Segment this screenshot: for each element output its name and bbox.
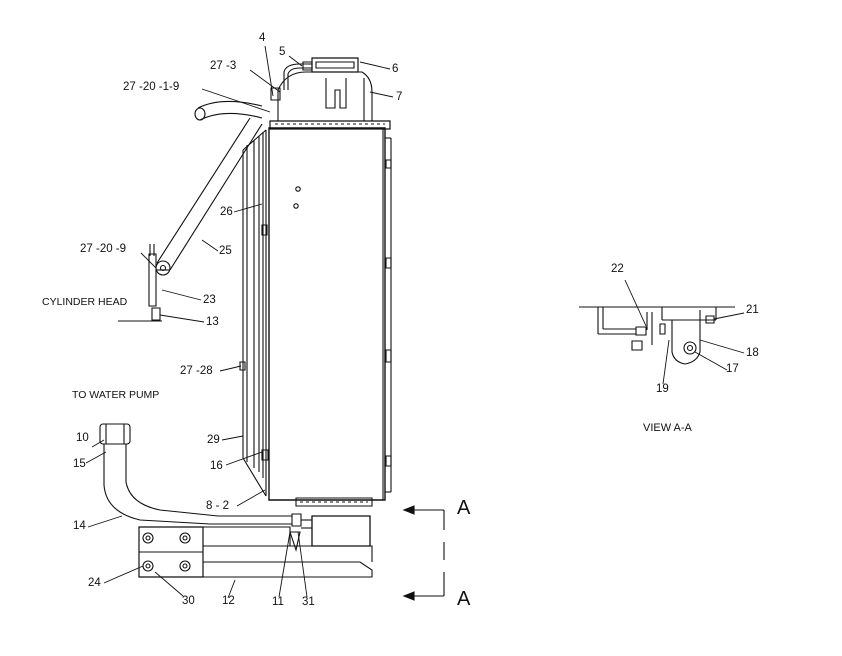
callout-8-2: 8 - 2	[206, 500, 230, 512]
radiator-core	[269, 121, 391, 506]
callout-5: 5	[279, 46, 286, 58]
callout-7: 7	[396, 91, 403, 103]
callout-4: 4	[259, 32, 266, 44]
strut-rod	[118, 118, 262, 321]
callout-27-28: 27 -28	[180, 365, 213, 377]
mounting-frame	[139, 527, 372, 577]
callout-10: 10	[76, 432, 89, 444]
callout-17: 17	[726, 363, 739, 375]
callout-18: 18	[746, 347, 759, 359]
callout-16: 16	[210, 460, 223, 472]
callout-27-20-9: 27 -20 -9	[80, 243, 127, 255]
callout-15: 15	[73, 458, 86, 470]
callout-22: 22	[611, 263, 624, 275]
callout-26: 26	[220, 206, 233, 218]
fan-shroud	[240, 130, 268, 496]
callout-23: 23	[203, 294, 216, 306]
callout-27-3: 27 -3	[210, 60, 237, 72]
callout-21: 21	[746, 304, 759, 316]
view-aa-detail	[579, 307, 735, 364]
callout-31: 31	[302, 596, 315, 608]
callout-29: 29	[207, 434, 220, 446]
overflow-hose	[195, 101, 262, 120]
callout-6: 6	[392, 63, 399, 75]
callout-11: 11	[272, 596, 284, 608]
section-arrows	[404, 506, 444, 600]
callout-19: 19	[656, 383, 669, 395]
callout-25: 25	[219, 245, 232, 257]
section-marker-bottom: A	[457, 588, 471, 610]
bottom-tank	[290, 516, 370, 550]
callout-27-20-1-9: 27 -20 -1-9	[123, 81, 180, 93]
cylinder-head-caption: CYLINDER HEAD	[42, 296, 128, 308]
inlet-tube	[100, 424, 301, 526]
top-tank	[271, 58, 372, 121]
callout-14: 14	[73, 520, 86, 532]
section-marker-top: A	[457, 497, 471, 519]
callout-24: 24	[88, 577, 101, 589]
to-water-pump-caption: TO WATER PUMP	[72, 389, 160, 401]
callout-30: 30	[182, 595, 195, 607]
view-aa-caption: VIEW A-A	[643, 422, 692, 434]
leader-lines	[86, 46, 744, 598]
callout-12: 12	[222, 595, 235, 607]
callout-13: 13	[206, 316, 219, 328]
